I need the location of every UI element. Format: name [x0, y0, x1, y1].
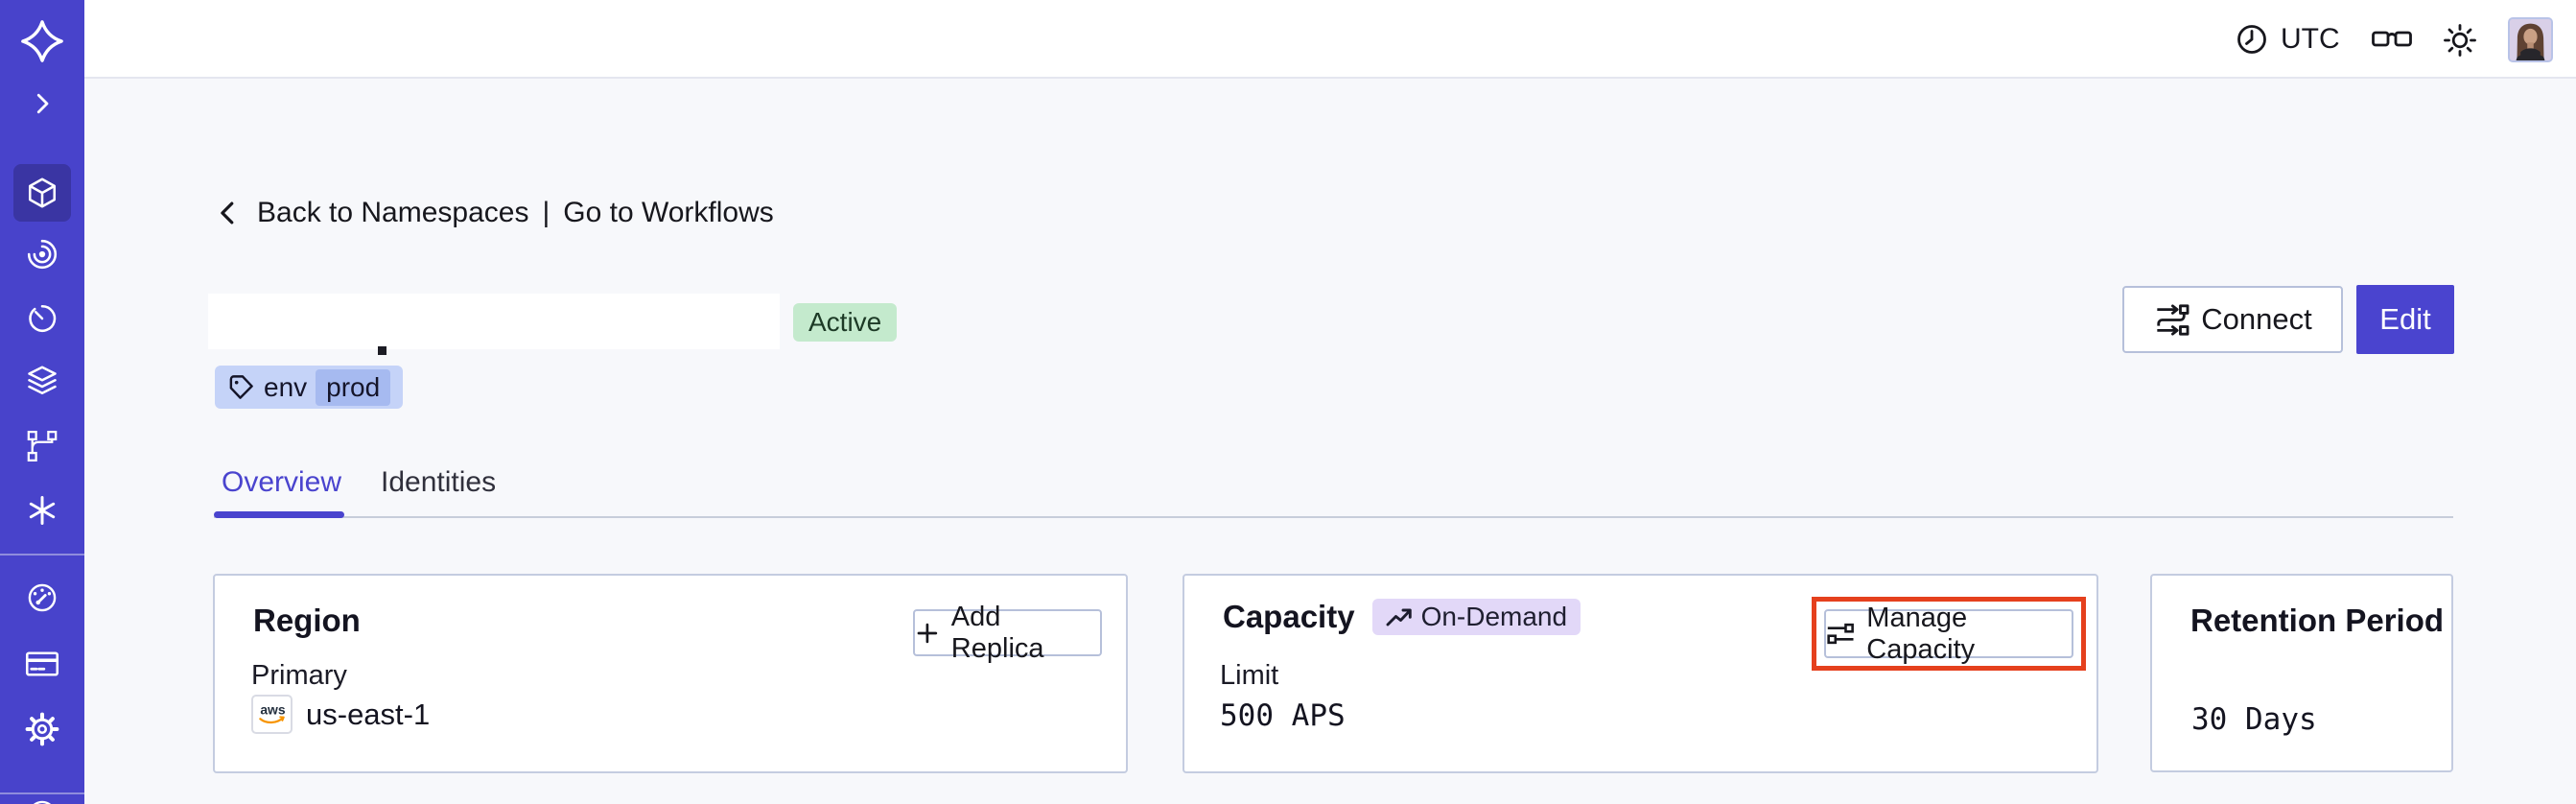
avatar-image [2510, 19, 2551, 60]
connect-button[interactable]: Connect [2122, 286, 2343, 353]
manage-capacity-button[interactable]: Manage Capacity [1824, 603, 2073, 665]
region-field-label: Primary [251, 660, 347, 691]
sidebar-item-deployments[interactable] [0, 364, 84, 398]
sidebar-divider [0, 792, 84, 794]
connect-icon [2157, 303, 2190, 336]
labs-toggle[interactable] [2371, 21, 2413, 58]
region-card: Region Add Replica Primary aws us-east-1 [213, 574, 1128, 773]
namespace-title-redacted [208, 294, 780, 349]
gauge-icon [28, 583, 57, 612]
breadcrumb: Back to Namespaces | Go to Workflows [213, 197, 774, 229]
sidebar-item-settings[interactable] [0, 712, 84, 746]
temporal-logo[interactable] [0, 18, 84, 64]
region-value-row: aws us-east-1 [251, 695, 430, 734]
capacity-value: 500 APS [1220, 698, 1346, 733]
tag-value: prod [316, 368, 391, 406]
add-replica-button[interactable]: Add Replica [913, 602, 1102, 664]
sidebar-item-help[interactable] [0, 798, 84, 804]
retention-card: Retention Period 30 Days [2150, 574, 2453, 772]
sidebar-item-batch-operations[interactable] [0, 430, 84, 462]
on-demand-badge: On-Demand [1371, 599, 1581, 635]
tag-icon [229, 375, 253, 399]
cube-icon [28, 177, 57, 208]
capacity-card: Capacity On-Demand Manage Capacity Limit… [1183, 574, 2098, 773]
retention-card-title: Retention Period [2190, 603, 2445, 638]
manage-capacity-label: Manage Capacity [1866, 602, 1976, 665]
sidebar-item-schedules[interactable] [0, 302, 84, 335]
capacity-card-title: Capacity [1223, 599, 1355, 634]
edit-button-label: Edit [2379, 302, 2431, 336]
sun-icon [2444, 24, 2476, 57]
branch-icon [27, 430, 58, 462]
timezone-label: UTC [2281, 23, 2340, 55]
aws-logo: aws [251, 695, 293, 734]
retention-value: 30 Days [2191, 702, 2317, 737]
spiral-icon [27, 239, 58, 270]
annotation-highlight-box: Manage Capacity [1812, 597, 2086, 671]
add-replica-label: Add Replica [950, 601, 1044, 664]
tag-key: env [264, 371, 308, 402]
on-demand-badge-label: On-Demand [1420, 602, 1568, 631]
credit-card-icon [25, 651, 59, 676]
capacity-title-row: Capacity On-Demand [1223, 599, 1581, 635]
trending-up-icon [1386, 608, 1412, 626]
tab-overview[interactable]: Overview [222, 466, 342, 498]
breadcrumb-separator: | [542, 197, 550, 228]
topbar: UTC [84, 0, 2576, 79]
aws-logo-image: aws [259, 702, 286, 724]
sidebar-item-billing[interactable] [0, 648, 84, 680]
gear-icon [25, 712, 59, 746]
region-card-title: Region [253, 603, 361, 638]
namespace-tag-chip: env prod [215, 366, 404, 409]
aws-logo-text: aws [260, 702, 286, 718]
sidebar-item-workflows[interactable] [0, 238, 84, 271]
sidebar-item-namespaces[interactable] [0, 176, 84, 210]
asterisk-icon [29, 496, 56, 525]
sidebar-item-nexus[interactable] [0, 494, 84, 527]
sidebar-expand-button[interactable] [0, 88, 84, 119]
user-avatar[interactable] [2508, 17, 2553, 62]
sidebar-divider [0, 554, 84, 556]
theme-toggle[interactable] [2442, 22, 2478, 59]
status-badge: Active [793, 303, 898, 342]
tab-hairline [214, 516, 2453, 518]
edit-button[interactable]: Edit [2356, 285, 2454, 354]
temporal-logo-icon [21, 20, 63, 62]
tab-identities[interactable]: Identities [381, 466, 497, 498]
sliders-icon [1827, 623, 1854, 645]
chevron-left-icon [221, 201, 234, 225]
glasses-icon [2372, 31, 2412, 47]
clock-icon [2237, 25, 2266, 54]
region-value: us-east-1 [306, 697, 431, 731]
title-dot [378, 346, 386, 355]
go-to-workflows-link[interactable]: Go to Workflows [563, 197, 774, 228]
plus-icon [917, 623, 938, 643]
timer-clock-icon [29, 304, 57, 333]
sidebar-item-usage[interactable] [0, 581, 84, 614]
capacity-field-label: Limit [1220, 660, 1279, 691]
active-tab-indicator [214, 511, 344, 518]
chevron-right-icon [36, 93, 49, 114]
connect-button-label: Connect [2201, 302, 2312, 336]
back-to-namespaces-link[interactable]: Back to Namespaces [257, 197, 529, 228]
sidebar [0, 0, 84, 804]
layers-icon [28, 366, 57, 394]
timezone-selector[interactable]: UTC [2235, 21, 2340, 58]
circle-help-icon [33, 800, 52, 804]
